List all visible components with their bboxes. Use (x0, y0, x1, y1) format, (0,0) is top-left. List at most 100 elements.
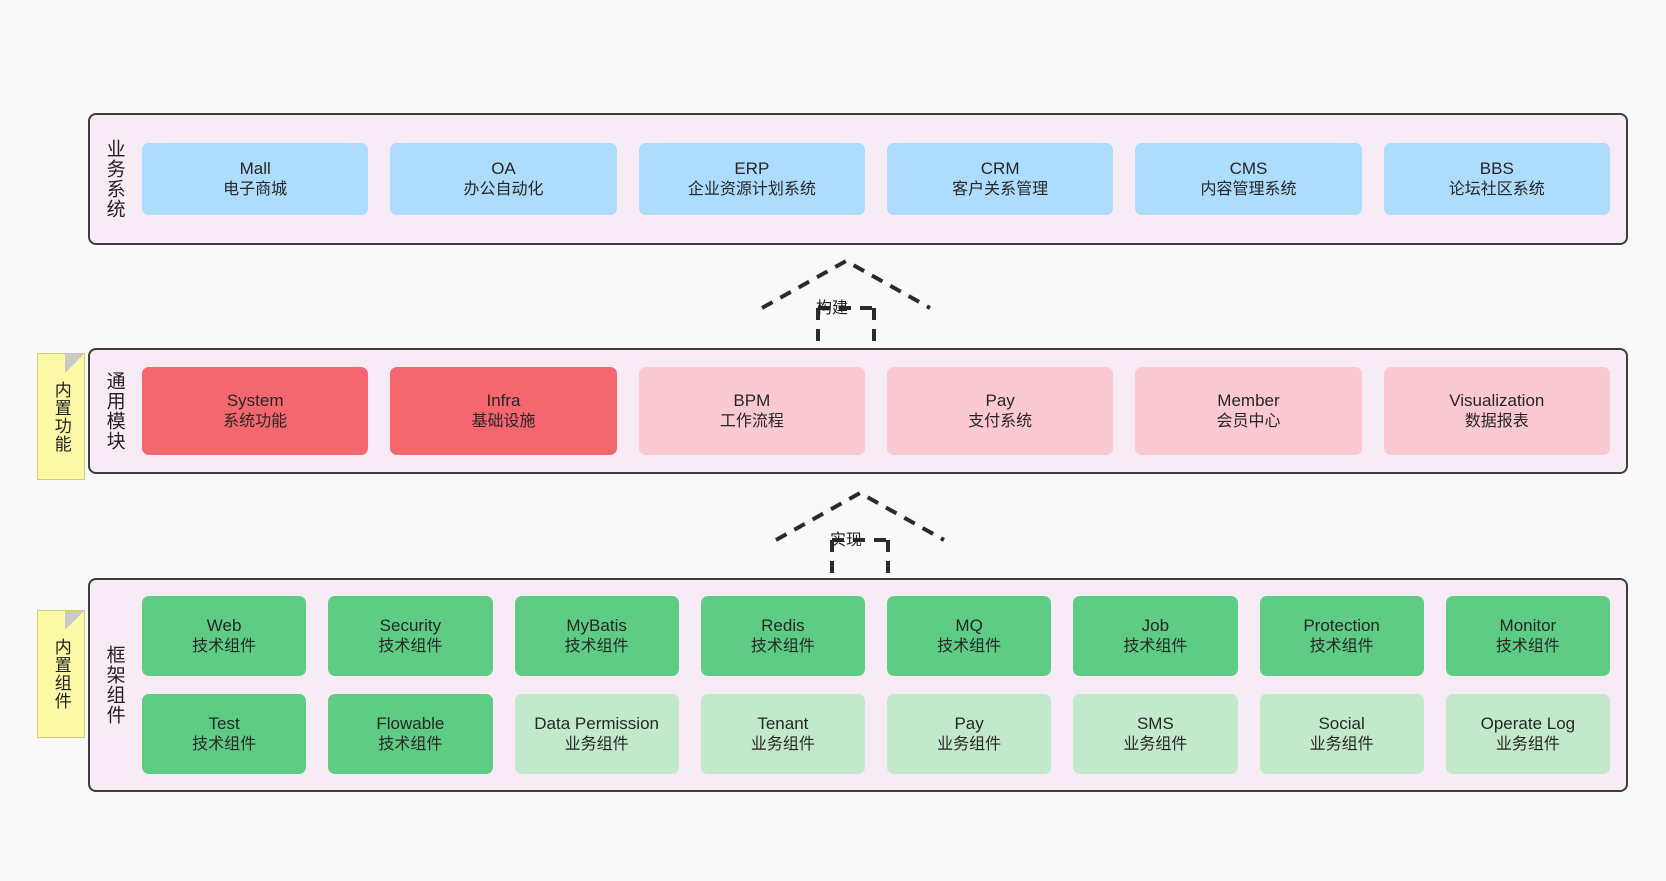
card-operate-log[interactable]: Operate Log 业务组件 (1445, 694, 1610, 774)
card-en-label: ERP (734, 158, 770, 178)
card-member[interactable]: Member 会员中心 (1135, 367, 1362, 455)
card-en-label: BBS (1479, 158, 1514, 178)
card-monitor[interactable]: Monitor 技术组件 (1445, 596, 1610, 676)
card-bpm[interactable]: BPM 工作流程 (638, 367, 865, 455)
card-row: System 系统功能 Infra 基础设施 BPM 工作流程 Pay 支付系统… (142, 367, 1610, 455)
layer-framework-components: 框架组件 Web 技术组件 Security 技术组件 MyBatis 技术组件… (88, 578, 1628, 792)
card-cn-label: 论坛社区系统 (1448, 180, 1545, 198)
card-en-label: Redis (761, 615, 805, 635)
card-infra[interactable]: Infra 基础设施 (390, 367, 617, 455)
card-cn-label: 工作流程 (719, 412, 784, 430)
card-data-permission[interactable]: Data Permission 业务组件 (514, 694, 679, 774)
card-en-label: Security (379, 615, 442, 635)
card-system[interactable]: System 系统功能 (142, 367, 369, 455)
card-en-label: Infra (486, 390, 521, 410)
card-cn-label: 系统功能 (223, 412, 288, 430)
layer-body-framework-components: Web 技术组件 Security 技术组件 MyBatis 技术组件 Redi… (138, 580, 1626, 790)
card-test[interactable]: Test 技术组件 (142, 694, 307, 774)
card-cn-label: 业务组件 (564, 735, 629, 753)
card-cn-label: 客户关系管理 (952, 180, 1049, 198)
card-cn-label: 技术组件 (750, 637, 815, 655)
card-cn-label: 电子商城 (223, 180, 288, 198)
card-en-label: CRM (980, 158, 1020, 178)
card-cn-label: 技术组件 (937, 637, 1002, 655)
card-mq[interactable]: MQ 技术组件 (887, 596, 1052, 676)
card-web[interactable]: Web 技术组件 (142, 596, 307, 676)
card-mybatis[interactable]: MyBatis 技术组件 (514, 596, 679, 676)
card-cn-label: 技术组件 (1309, 637, 1374, 655)
card-erp[interactable]: ERP 企业资源计划系统 (638, 143, 865, 215)
layer-title-framework-components: 框架组件 (103, 645, 125, 725)
card-cn-label: 业务组件 (937, 735, 1002, 753)
card-en-label: OA (491, 158, 516, 178)
card-en-label: BPM (733, 390, 771, 410)
card-row: Web 技术组件 Security 技术组件 MyBatis 技术组件 Redi… (142, 596, 1610, 676)
note-label: 内置组件 (51, 638, 71, 710)
card-en-label: Tenant (757, 713, 809, 733)
note-label: 内置功能 (51, 380, 71, 453)
card-protection[interactable]: Protection 技术组件 (1259, 596, 1424, 676)
arrow-head-implement (775, 490, 945, 542)
card-cn-label: 会员中心 (1216, 412, 1281, 430)
card-redis[interactable]: Redis 技术组件 (700, 596, 865, 676)
card-en-label: Web (206, 615, 242, 635)
card-job[interactable]: Job 技术组件 (1073, 596, 1238, 676)
card-sms[interactable]: SMS 业务组件 (1073, 694, 1238, 774)
card-crm[interactable]: CRM 客户关系管理 (886, 143, 1114, 215)
card-en-label: SMS (1136, 713, 1174, 733)
card-en-label: Member (1217, 390, 1280, 410)
arrow-build: 构建 (756, 258, 936, 350)
card-cn-label: 技术组件 (1123, 637, 1188, 655)
card-social[interactable]: Social 业务组件 (1259, 694, 1424, 774)
layer-title-common-modules: 通用模块 (103, 371, 125, 451)
card-tenant[interactable]: Tenant 业务组件 (700, 694, 865, 774)
card-cn-label: 企业资源计划系统 (687, 180, 816, 198)
card-cn-label: 基础设施 (471, 412, 536, 430)
card-security[interactable]: Security 技术组件 (328, 596, 493, 676)
card-en-label: CMS (1229, 158, 1268, 178)
card-cn-label: 技术组件 (378, 735, 443, 753)
card-cn-label: 办公自动化 (463, 180, 544, 198)
card-oa[interactable]: OA 办公自动化 (390, 143, 617, 215)
arrow-label-build: 构建 (816, 300, 849, 317)
layer-body-business-system: Mall 电子商城 OA 办公自动化 ERP 企业资源计划系统 CRM 客户关系… (138, 115, 1626, 243)
card-pay-module[interactable]: Pay 支付系统 (886, 367, 1114, 455)
arrow-implement: 实现 (770, 490, 950, 582)
card-cn-label: 业务组件 (1123, 735, 1188, 753)
card-en-label: Data Permission (534, 713, 659, 733)
card-cn-label: 技术组件 (192, 735, 257, 753)
card-en-label: MQ (955, 615, 983, 635)
card-flowable[interactable]: Flowable 技术组件 (328, 694, 493, 774)
card-cn-label: 技术组件 (1495, 637, 1560, 655)
card-en-label: System (226, 390, 284, 410)
layer-title-business-system: 业务系统 (103, 139, 125, 219)
layer-business-system: 业务系统 Mall 电子商城 OA 办公自动化 ERP 企业资源计划系统 CRM… (88, 113, 1628, 245)
note-builtin-component: 内置组件 (37, 610, 85, 738)
layer-common-modules: 通用模块 System 系统功能 Infra 基础设施 BPM 工作流程 Pay… (88, 348, 1628, 474)
layer-body-common-modules: System 系统功能 Infra 基础设施 BPM 工作流程 Pay 支付系统… (138, 350, 1626, 472)
card-cn-label: 技术组件 (564, 637, 629, 655)
card-en-label: Test (208, 713, 240, 733)
card-cn-label: 支付系统 (968, 412, 1033, 430)
card-mall[interactable]: Mall 电子商城 (142, 143, 369, 215)
card-en-label: Operate Log (1480, 713, 1576, 733)
card-visualization[interactable]: Visualization 数据报表 (1383, 367, 1610, 455)
card-en-label: Job (1141, 615, 1170, 635)
card-en-label: Mall (239, 158, 271, 178)
card-cn-label: 技术组件 (378, 637, 443, 655)
card-cn-label: 业务组件 (750, 735, 815, 753)
card-cn-label: 业务组件 (1495, 735, 1560, 753)
card-cn-label: 技术组件 (192, 637, 257, 655)
card-cms[interactable]: CMS 内容管理系统 (1135, 143, 1362, 215)
note-builtin-function: 内置功能 (37, 353, 85, 480)
card-en-label: Pay (954, 713, 984, 733)
card-cn-label: 业务组件 (1309, 735, 1374, 753)
card-pay-component[interactable]: Pay 业务组件 (887, 694, 1052, 774)
arrow-head-build (761, 258, 931, 310)
card-bbs[interactable]: BBS 论坛社区系统 (1383, 143, 1610, 215)
card-en-label: Visualization (1449, 390, 1545, 410)
card-en-label: MyBatis (566, 615, 627, 635)
card-en-label: Monitor (1499, 615, 1557, 635)
card-en-label: Flowable (376, 713, 445, 733)
